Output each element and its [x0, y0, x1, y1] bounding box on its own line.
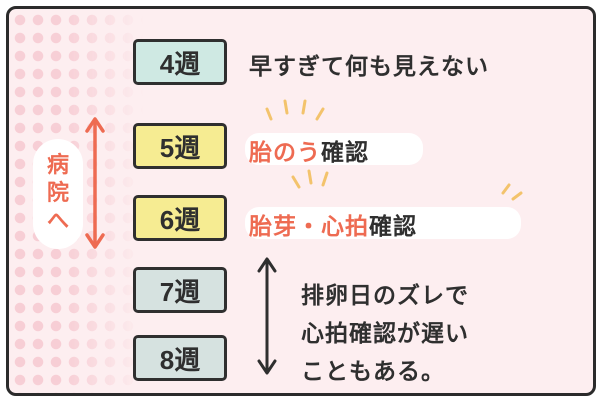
week-8-label: 8週: [159, 344, 201, 375]
row-5-accent: 胎のう: [249, 140, 321, 166]
red-double-arrow-icon: [85, 117, 105, 249]
row-6-accent: 胎芽・心拍: [249, 214, 369, 240]
highlight-row-6: [245, 207, 521, 239]
hospital-char-1: 病: [46, 153, 69, 178]
week-6-label: 6週: [159, 204, 201, 235]
week-4-label: 4週: [159, 48, 201, 79]
row-5-text: 胎のう確認: [249, 133, 369, 167]
row-4-text: 早すぎて何も見えない: [249, 54, 489, 80]
sparkle-row-6-icon: [291, 169, 523, 201]
hospital-char-2: 院: [46, 181, 69, 206]
week-6-box: 6週: [133, 195, 227, 241]
week-7-label: 7週: [159, 276, 201, 307]
row-5-suffix: 確認: [321, 140, 369, 166]
week-7-box: 7週: [133, 267, 227, 313]
week-8-box: 8週: [133, 335, 227, 381]
week-4-box: 4週: [133, 39, 227, 85]
highlight-row-5: [245, 133, 423, 165]
note-line-1: 排卵日のズレで: [301, 283, 469, 309]
sparkle-row-5-icon: [265, 99, 325, 121]
note-line-3: こともある。: [301, 359, 445, 385]
note-line-2: 心拍確認が遅い: [301, 321, 469, 347]
note-text: 排卵日のズレで 心拍確認が遅い こともある。: [301, 277, 591, 391]
hospital-char-3: へ: [46, 209, 69, 234]
decorations: [85, 99, 523, 375]
black-double-arrow-icon: [257, 257, 277, 375]
row-6-suffix: 確認: [369, 214, 417, 240]
row-6-text: 胎芽・心拍確認: [249, 207, 417, 241]
hospital-badge: 病 院 へ: [33, 139, 83, 249]
week-5-label: 5週: [159, 132, 201, 163]
week-5-box: 5週: [133, 123, 227, 169]
comic-panel: 4週 5週 6週 7週 8週 早すぎて何も見えない 胎のう確認 胎芽・心拍確認 …: [6, 6, 596, 396]
